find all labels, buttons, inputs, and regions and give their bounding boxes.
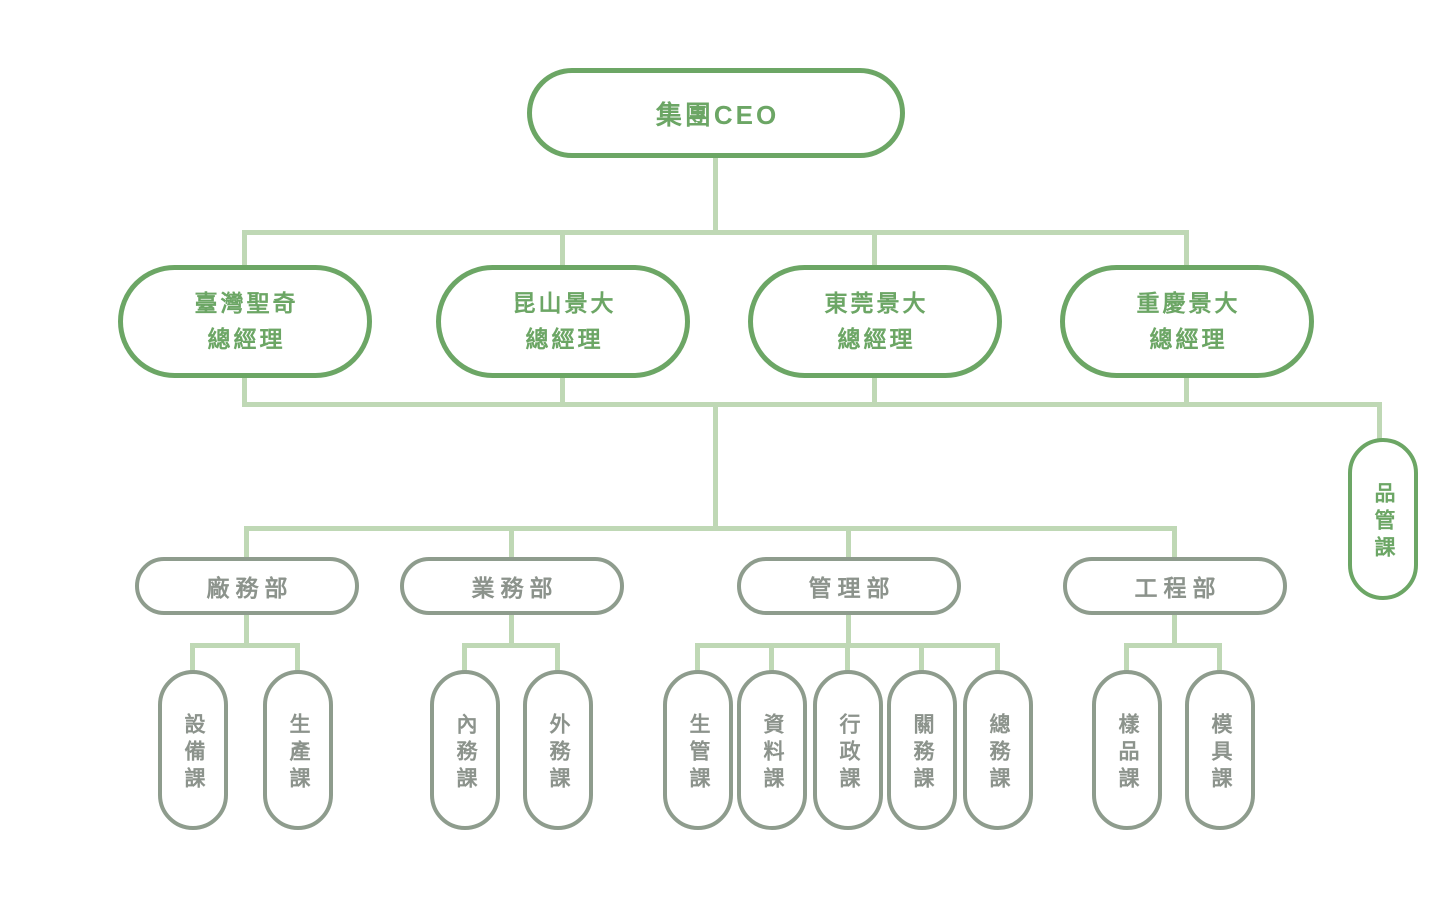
node-business-dept: 業務部 (400, 557, 624, 615)
company-label-line1: 昆山景大 (512, 289, 617, 316)
section-label: 總務課 (987, 712, 1010, 794)
connector-drop-company-3 (872, 230, 877, 268)
connector-up-company-4 (1184, 373, 1189, 407)
connector-dept-4-vertical (1172, 612, 1177, 646)
connector-drop-mold-section (1217, 643, 1222, 673)
connector-drop-production-section (295, 643, 300, 673)
connector-level1-horizontal (242, 230, 1189, 235)
connector-drop-dept-4 (1172, 526, 1177, 560)
company-label-line2: 總經理 (525, 325, 604, 352)
node-management-dept: 管理部 (737, 557, 961, 615)
node-data-section: 資料課 (737, 670, 807, 830)
connector-drop-dept-2 (509, 526, 514, 560)
node-kunshan-jingda-gm: 昆山景大 總經理 (436, 265, 690, 378)
node-quality-control-section: 品管課 (1348, 438, 1418, 600)
connector-central-vertical (713, 402, 718, 531)
section-label: 品管課 (1372, 481, 1395, 563)
connector-dept-2-vertical (509, 612, 514, 646)
dept-label: 管理部 (808, 575, 896, 601)
dept-label: 業務部 (471, 575, 559, 601)
connector-drop-company-1 (242, 230, 247, 268)
section-label: 關務課 (911, 712, 934, 794)
connector-drop-company-4 (1184, 230, 1189, 268)
group-ceo-label: 集團CEO (655, 99, 780, 130)
company-label-line2: 總經理 (837, 325, 916, 352)
connector-drop-external-affairs-section (555, 643, 560, 673)
connector-drop-dept-3 (846, 526, 851, 560)
connector-drop-internal-affairs-section (462, 643, 467, 673)
node-internal-affairs-section: 內務課 (430, 670, 500, 830)
connector-drop-qc-section (1377, 402, 1382, 442)
node-general-affairs-section: 總務課 (963, 670, 1033, 830)
company-label-line2: 總經理 (207, 325, 286, 352)
node-chongqing-jingda-gm: 重慶景大 總經理 (1060, 265, 1314, 378)
section-label: 資料課 (761, 712, 784, 794)
connector-drop-dept-1 (244, 526, 249, 560)
section-label: 生產課 (287, 712, 310, 794)
node-production-control-section: 生管課 (663, 670, 733, 830)
node-engineering-dept: 工程部 (1063, 557, 1287, 615)
section-label: 生管課 (687, 712, 710, 794)
connector-dept-4-children-horizontal (1124, 643, 1222, 648)
dept-label: 廠務部 (206, 575, 294, 601)
node-production-section: 生產課 (263, 670, 333, 830)
connector-level3-horizontal (244, 526, 1177, 531)
section-label: 外務課 (547, 712, 570, 794)
node-dongguan-jingda-gm: 東莞景大 總經理 (748, 265, 1002, 378)
node-sample-section: 樣品課 (1092, 670, 1162, 830)
section-label: 設備課 (182, 712, 205, 794)
company-label-line1: 臺灣聖奇 (194, 289, 299, 316)
connector-up-company-3 (872, 373, 877, 407)
node-external-affairs-section: 外務課 (523, 670, 593, 830)
connector-drop-data-section (769, 643, 774, 673)
company-label-line1: 重慶景大 (1136, 289, 1241, 316)
connector-drop-company-2 (560, 230, 565, 268)
connector-drop-sample-section (1124, 643, 1129, 673)
node-taiwan-shengqi-gm: 臺灣聖奇 總經理 (118, 265, 372, 378)
company-label-line1: 東莞景大 (824, 289, 929, 316)
connector-dept-1-children-horizontal (190, 643, 300, 648)
connector-up-company-1 (242, 373, 247, 407)
connector-dept-3-vertical (846, 612, 851, 646)
node-group-ceo: 集團CEO (527, 68, 905, 158)
connector-drop-general-affairs-section (995, 643, 1000, 673)
connector-dept-1-vertical (244, 612, 249, 646)
node-equipment-section: 設備課 (158, 670, 228, 830)
connector-up-company-2 (560, 373, 565, 407)
section-label: 行政課 (837, 712, 860, 794)
connector-ceo-vertical (713, 155, 718, 235)
node-customs-section: 關務課 (887, 670, 957, 830)
node-administration-section: 行政課 (813, 670, 883, 830)
connector-level2-horizontal (242, 402, 1382, 407)
dept-label: 工程部 (1134, 575, 1222, 601)
section-label: 內務課 (454, 712, 477, 794)
connector-drop-production-control-section (695, 643, 700, 673)
node-factory-affairs-dept: 廠務部 (135, 557, 359, 615)
connector-drop-administration-section (845, 643, 850, 673)
section-label: 樣品課 (1116, 712, 1139, 794)
node-mold-section: 模具課 (1185, 670, 1255, 830)
connector-drop-customs-section (919, 643, 924, 673)
connector-drop-equipment-section (190, 643, 195, 673)
company-label-line2: 總經理 (1149, 325, 1228, 352)
section-label: 模具課 (1209, 712, 1232, 794)
connector-dept-2-children-horizontal (462, 643, 560, 648)
